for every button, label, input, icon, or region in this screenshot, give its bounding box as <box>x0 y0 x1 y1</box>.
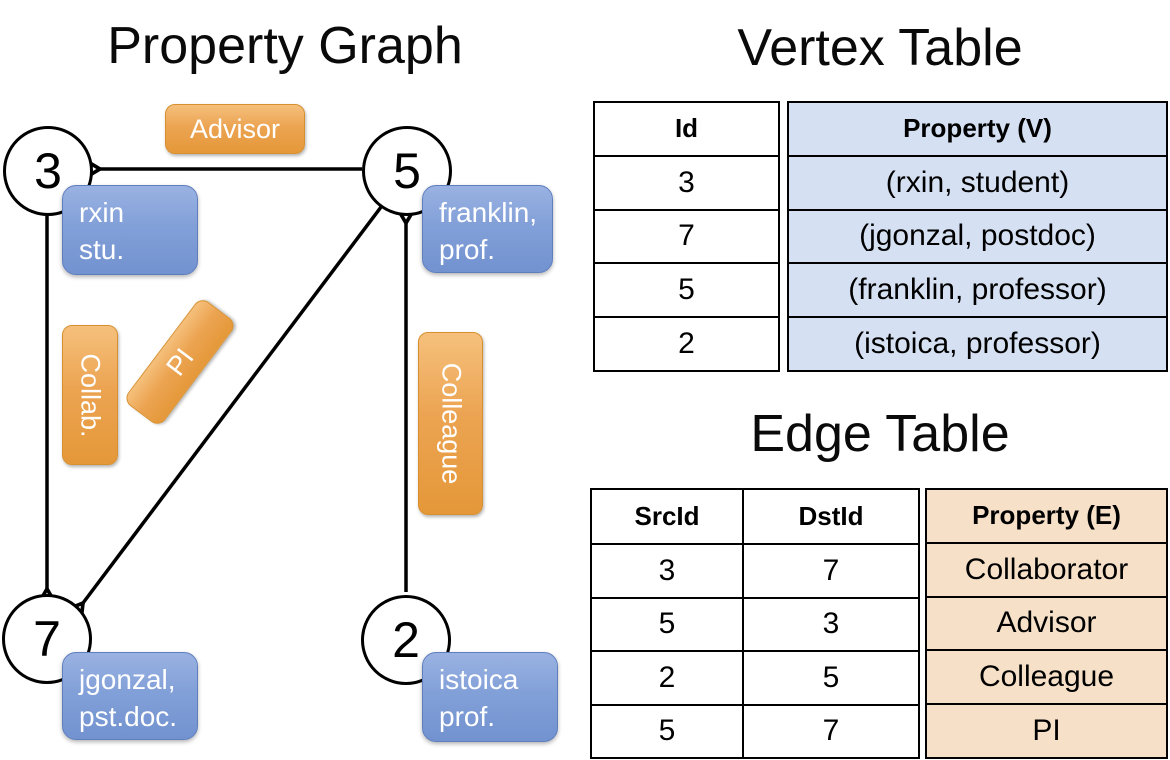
edge-table-row-dstid: 3 <box>742 596 918 651</box>
edge-table-row-dstid: 7 <box>742 543 918 597</box>
vertex-table-row-id: 3 <box>595 154 778 209</box>
vertex-table-row-id: 7 <box>595 208 778 263</box>
vertex-table-property-column: Property (V) (rxin, student) (jgonzal, p… <box>787 101 1168 372</box>
edge-table-title: Edge Table <box>750 405 1010 463</box>
edge-table-row-property: Colleague <box>927 649 1166 703</box>
vertex-table-row-property: (istoica, professor) <box>789 316 1166 370</box>
vertex-table-row-id: 2 <box>595 316 778 370</box>
edge-table-header-dstid: DstId <box>742 490 918 544</box>
vertex-table-row-property: (rxin, student) <box>789 154 1166 209</box>
vertex-property-box-5-line1: franklin, <box>439 197 538 228</box>
edge-table-row-dstid: 7 <box>742 703 918 757</box>
graph-edges-canvas <box>34 156 419 624</box>
vertex-table-header-property: Property (V) <box>903 113 1052 144</box>
vertex-property-box-7-line1: jgonzal, <box>79 664 176 695</box>
edge-label-collab: Collab. <box>62 325 118 465</box>
vertex-node-5-id: 5 <box>393 143 421 199</box>
vertex-table-row-property: (jgonzal, postdoc) <box>789 208 1166 263</box>
edge-table-property-column: Property (E) Collaborator Advisor Collea… <box>925 488 1168 759</box>
vertex-property-box-3-line1: rxin <box>79 197 125 228</box>
edge-table-row-srcid: 5 <box>592 703 742 757</box>
edge-table-row-dstid: 5 <box>742 650 918 704</box>
vertex-property-box-5-line2: prof. <box>439 234 496 265</box>
vertex-property-box-7-line2: pst.doc. <box>79 701 178 732</box>
vertex-node-2-id: 2 <box>392 612 420 668</box>
property-graph-title: Property Graph <box>107 17 463 75</box>
edge-label-pi-text: PI <box>159 342 200 381</box>
vertex-table-row-property: (franklin, professor) <box>789 262 1166 316</box>
vertex-table-title: Vertex Table <box>737 19 1023 77</box>
edge-table-row-srcid: 5 <box>592 596 742 650</box>
edge-table-row-property: Collaborator <box>927 541 1166 596</box>
vertex-node-2: 2 <box>361 595 451 685</box>
vertex-property-box-5: franklin, prof. <box>422 185 553 273</box>
edge-table-src-dst-columns: SrcId DstId 3 7 5 3 2 5 5 7 <box>590 488 920 759</box>
edge-label-colleague-text: Colleague <box>436 362 466 485</box>
vertex-table-id-column: Id 3 7 5 2 <box>593 101 780 372</box>
edge-table-header-srcid: SrcId <box>634 501 700 532</box>
edge-label-colleague: Colleague <box>418 332 483 515</box>
edge-table-row-srcid: 3 <box>592 543 742 596</box>
vertex-table-header-id: Id <box>674 113 699 144</box>
edge-table-row-property: Advisor <box>927 595 1166 650</box>
vertex-node-3-id: 3 <box>34 143 62 199</box>
vertex-property-box-2: istoica prof. <box>422 652 558 742</box>
vertex-property-box-7: jgonzal, pst.doc. <box>62 652 198 740</box>
edge-label-advisor: Advisor <box>165 104 305 154</box>
edge-label-advisor-text: Advisor <box>189 113 281 144</box>
edge-pi-arrow <box>63 205 383 624</box>
vertex-property-box-3: rxin stu. <box>62 185 198 275</box>
vertex-table-row-id: 5 <box>595 262 778 316</box>
vertex-property-box-3-line2: stu. <box>79 234 125 265</box>
vertex-property-box-2-line1: istoica <box>439 664 519 695</box>
edge-table-header-property: Property (E) <box>972 500 1121 531</box>
edge-table-row-srcid: 2 <box>592 650 742 703</box>
edge-table-row-property: PI <box>927 703 1166 757</box>
vertex-node-7-id: 7 <box>33 611 61 667</box>
edge-label-collab-text: Collab. <box>75 352 106 438</box>
vertex-property-box-2-line2: prof. <box>439 701 496 732</box>
